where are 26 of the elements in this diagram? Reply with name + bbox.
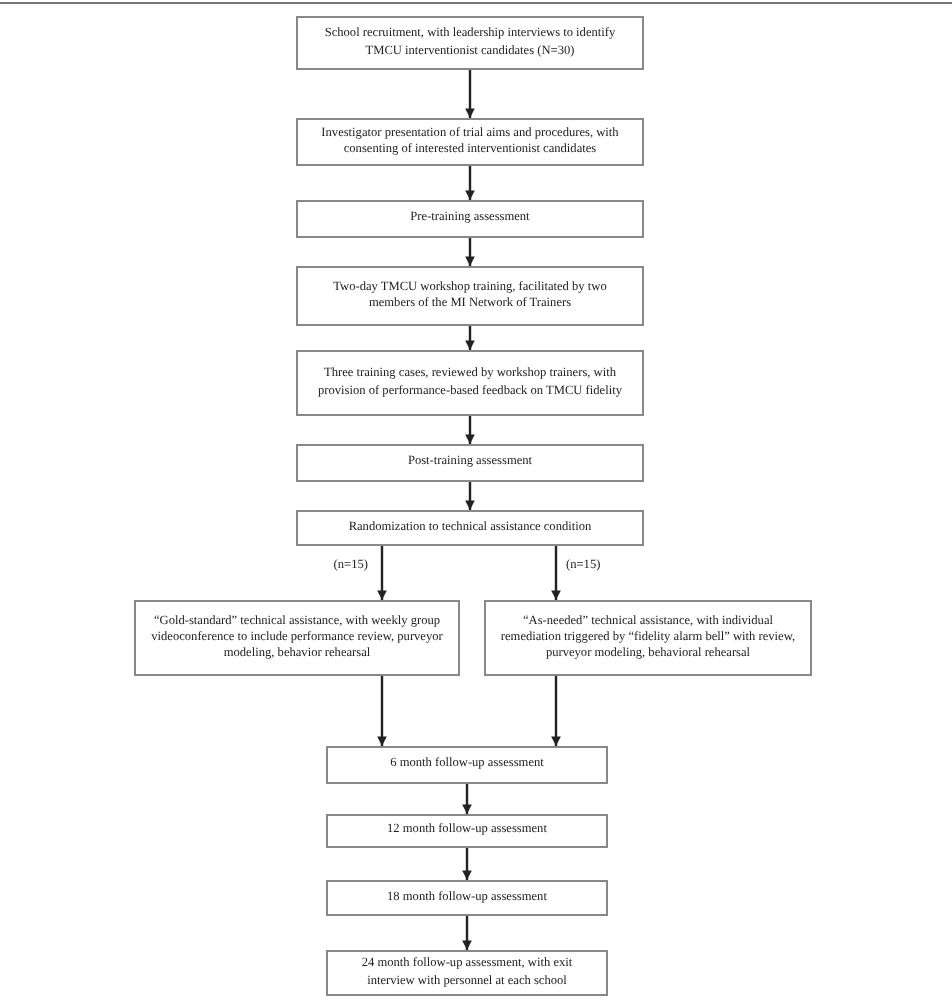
- process-box: [134, 600, 460, 676]
- process-box: [296, 444, 644, 482]
- arrow: [377, 676, 387, 746]
- arrow: [377, 546, 387, 600]
- arrow: [465, 416, 475, 444]
- arrow: [551, 546, 561, 600]
- process-box: [296, 350, 644, 416]
- process-box: [484, 600, 812, 676]
- arrow: [551, 676, 561, 746]
- arrow: [462, 848, 472, 880]
- process-box: [296, 16, 644, 70]
- process-box: [326, 746, 608, 784]
- process-box: [296, 200, 644, 238]
- arrow: [462, 916, 472, 950]
- process-box: [326, 950, 608, 996]
- process-box: [296, 118, 644, 166]
- process-box: [296, 510, 644, 546]
- arrow: [465, 482, 475, 510]
- process-box: [326, 814, 608, 848]
- arrow: [465, 326, 475, 350]
- process-box: [326, 880, 608, 916]
- arrow: [462, 784, 472, 814]
- arrow: [465, 166, 475, 200]
- arrow: [465, 238, 475, 266]
- process-box: [296, 266, 644, 326]
- arrow: [465, 70, 475, 118]
